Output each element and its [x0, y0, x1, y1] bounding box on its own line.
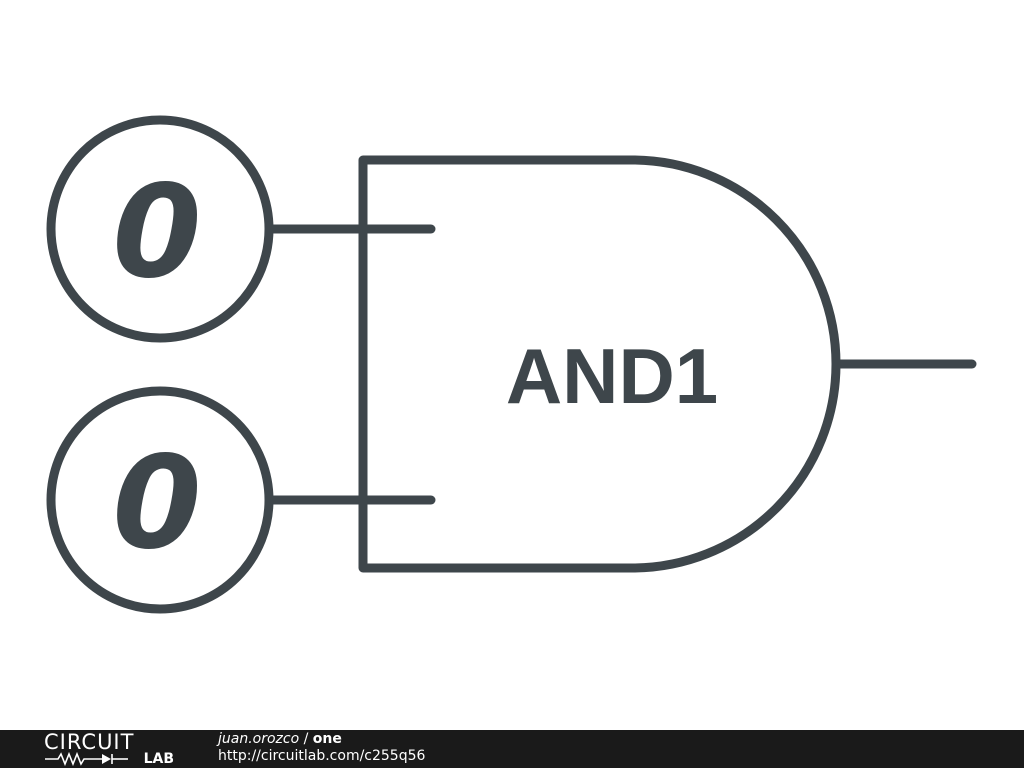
footer-bar: CIRCUIT LAB juan.orozco / one http://cir…: [0, 730, 1024, 768]
and-gate-label: AND1: [506, 332, 718, 420]
and-gate[interactable]: AND1: [358, 155, 841, 573]
resistor-diode-icon: [45, 751, 128, 767]
logic-input-2[interactable]: 0: [46, 386, 274, 614]
schematic-svg: 0 0 AND1: [46, 115, 977, 614]
credits-line: juan.orozco / one: [218, 731, 425, 748]
logic-input-1[interactable]: 0: [46, 115, 274, 343]
project-link[interactable]: one: [312, 731, 342, 747]
logo-brand-top: CIRCUIT: [44, 730, 135, 754]
logo-brand-lab: LAB: [143, 751, 174, 767]
logic-input-1-value: 0: [112, 158, 201, 307]
circuit-url[interactable]: http://circuitlab.com/c255q56: [218, 748, 426, 764]
author-link[interactable]: juan.orozco: [218, 731, 300, 747]
credits: juan.orozco / one http://circuitlab.com/…: [218, 731, 425, 765]
logo-brand-bottom: LAB: [44, 751, 176, 767]
logic-input-2-value: 0: [112, 429, 201, 578]
credits-separator: /: [299, 731, 313, 747]
and-gate-body: [358, 155, 841, 573]
circuitlab-logo[interactable]: CIRCUIT LAB: [44, 731, 176, 767]
schematic-canvas: 0 0 AND1: [46, 115, 977, 614]
